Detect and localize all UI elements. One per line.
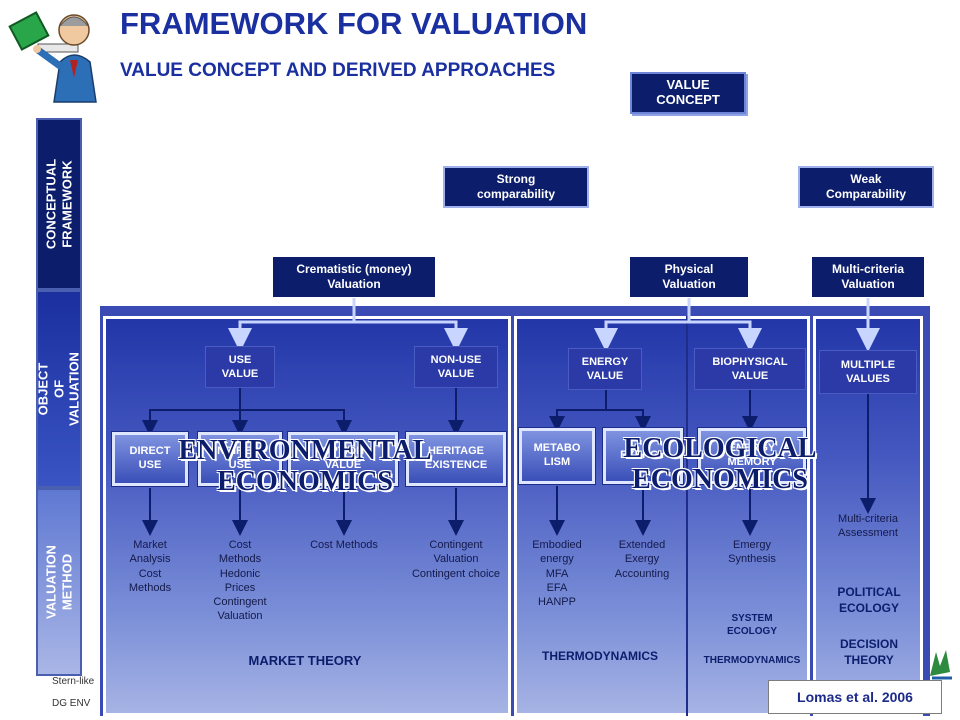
weak-comparability-label: Weak Comparability (825, 172, 906, 201)
value-concept-label: VALUE CONCEPT (656, 77, 720, 107)
presenter-clipart-icon (8, 11, 97, 103)
use-value-box: USE VALUE (205, 346, 275, 388)
indirect-use-methods: Cost Methods Hedonic Prices Contingent V… (213, 539, 267, 623)
logo-icon (930, 650, 952, 680)
decision-theory-label: DECISION THEORY (839, 637, 898, 668)
ecological-economics-heading: ECOLOGICAL ECONOMICS (623, 433, 817, 495)
panel-divider (686, 316, 688, 716)
physical-valuation-box: Physical Valuation (630, 257, 748, 297)
environmental-economics-heading: ENVIRONMENTAL ECONOMICS (178, 435, 432, 497)
page-subtitle: VALUE CONCEPT AND DERIVED APPROACHES (120, 60, 556, 81)
multiple-values-box: MULTIPLE VALUES (819, 350, 917, 394)
valuation-method-label: VALUATION METHOD (36, 488, 82, 676)
multicriteria-methods: Multi-criteria Assessment (838, 513, 898, 540)
non-use-value-box: NON-USE VALUE (414, 346, 498, 388)
conceptual-framework-label: CONCEPTUAL FRAMEWORK (36, 118, 82, 290)
direct-use-box: DIRECT USE (112, 432, 188, 486)
footer-line-1: Stern-like (52, 676, 95, 687)
option-value-methods: Cost Methods (310, 539, 378, 551)
strong-comparability-label: Strong comparability (476, 172, 556, 201)
crematistic-valuation-box: Crematistic (money) Valuation (273, 257, 435, 297)
value-concept-box: VALUE CONCEPT (630, 72, 746, 114)
indirect-use-box: INDIRECT USE (198, 432, 282, 486)
thermodynamics-label: THERMODYNAMICS (542, 649, 658, 663)
citation-box: Lomas et al. 2006 (768, 680, 942, 714)
exergy-box: EXERGY (603, 428, 683, 484)
heritage-existence-box: HERITAGE EXISTENCE (406, 432, 506, 486)
heritage-methods: Contingent Valuation Contingent choice (411, 539, 501, 580)
energy-value-box: ENERGY VALUE (568, 348, 642, 390)
strong-comparability-box: Strong comparability (443, 166, 589, 208)
biophysical-value-box: BIOPHYSICAL VALUE (694, 348, 806, 390)
exergy-methods: Extended Exergy Accounting (614, 539, 670, 580)
thermodynamics-small-label: THERMODYNAMICS (703, 655, 801, 666)
political-ecology-label: POLITICAL ECOLOGY (837, 585, 901, 616)
citation-label: Lomas et al. 2006 (797, 689, 913, 705)
metabolism-methods: Embodied energy MFA EFA HANPP (532, 539, 582, 609)
page-title: FRAMEWORK FOR VALUATION (120, 6, 588, 41)
direct-use-methods: Market Analysis Cost Methods (128, 539, 172, 594)
metabolism-box: METABO LISM (519, 428, 595, 484)
object-of-valuation-label: OBJECT OF VALUATION (36, 290, 82, 488)
energy-memory-methods: Emergy Synthesis (728, 539, 776, 566)
option-value-box: OPTION VALUE (288, 432, 398, 486)
market-theory-label: MARKET THEORY (248, 653, 362, 668)
multicriteria-valuation-box: Multi-criteria Valuation (812, 257, 924, 297)
weak-comparability-box: Weak Comparability (798, 166, 934, 208)
system-ecology-label: SYSTEM ECOLOGY (726, 613, 777, 637)
footer-line-2: DG ENV (52, 698, 91, 709)
energy-memory-box: ENERGY MEMORY (698, 428, 806, 484)
